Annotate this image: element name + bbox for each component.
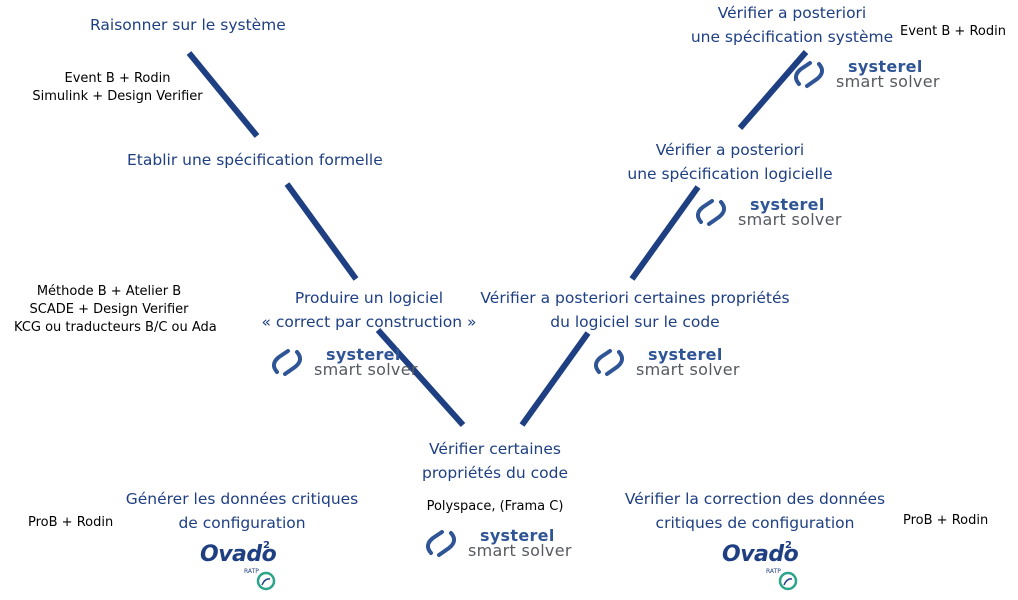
ratp-ring-icon	[256, 571, 276, 591]
systerel-mark-icon	[426, 530, 456, 557]
ratp-ring-icon	[778, 571, 798, 591]
segment-left-top	[186, 51, 260, 138]
title-reasoning: Raisonner sur le système	[90, 16, 286, 34]
title-verify-software-spec: Vérifier a posteriori une spécification …	[627, 141, 833, 183]
note-system-spec-tools: Event B + Rodin	[900, 24, 1006, 39]
systerel-mark-icon	[696, 199, 726, 226]
note-reasoning-tools: Event B + Rodin Simulink + Design Verifi…	[32, 71, 203, 104]
ratp-label: RATP	[244, 568, 259, 575]
systerel-brand-text: systerel	[326, 345, 401, 364]
systerel-brand-text: systerel	[750, 195, 825, 214]
ovado-logo-generate: Ovado 2 RATP	[200, 540, 277, 592]
smart-solver-text: smart solver	[836, 72, 940, 91]
note-generate-data-tools: ProB + Rodin	[28, 515, 114, 530]
segment-left-bottom	[375, 327, 466, 428]
segment-right-top	[737, 50, 809, 130]
systerel-mark-icon	[794, 61, 824, 88]
systerel-mark-icon	[272, 349, 302, 376]
systerel-logo-properties: systerel smart solver	[593, 346, 740, 378]
smart-solver-text: smart solver	[468, 541, 572, 560]
systerel-brand-text: systerel	[648, 345, 723, 364]
title-formal-spec: Etablir une spécification formelle	[127, 151, 383, 169]
segment-left-middle	[284, 182, 359, 281]
systerel-logo-code: systerel smart solver	[425, 527, 572, 559]
systerel-brand-text: systerel	[848, 57, 923, 76]
title-generate-data: Générer les données critiques de configu…	[125, 490, 359, 532]
title-verify-properties: Vérifier a posteriori certaines propriét…	[480, 289, 790, 331]
note-production-tools: Méthode B + Atelier B SCADE + Design Ver…	[14, 284, 217, 335]
ovado-logo-check: Ovado 2 RATP	[722, 540, 799, 592]
systerel-brand-text: systerel	[480, 526, 555, 545]
ovado-superscript: 2	[263, 540, 270, 551]
systerel-mark-icon	[594, 349, 624, 376]
note-code-tools: Polyspace, (Frama C)	[426, 499, 564, 514]
ovado-superscript: 2	[785, 540, 792, 551]
ratp-label: RATP	[766, 568, 781, 575]
smart-solver-text: smart solver	[636, 360, 740, 379]
systerel-logo-software: systerel smart solver	[695, 196, 842, 228]
ovado-wordmark: Ovado	[722, 542, 799, 567]
systerel-logo-system: systerel smart solver	[793, 58, 940, 90]
title-produce-software: Produire un logiciel « correct par const…	[261, 289, 477, 331]
title-verify-system-spec: Vérifier a posteriori une spécification …	[690, 4, 894, 46]
segment-right-middle	[629, 185, 701, 281]
smart-solver-text: smart solver	[738, 210, 842, 229]
ovado-wordmark: Ovado	[200, 542, 277, 567]
segment-right-bottom	[519, 331, 591, 427]
title-verify-code: Vérifier certaines propriétés du code	[422, 440, 568, 482]
title-check-data: Vérifier la correction des données criti…	[624, 490, 886, 532]
systerel-logo-production: systerel smart solver	[271, 346, 418, 378]
note-check-data-tools: ProB + Rodin	[903, 513, 989, 528]
smart-solver-text: smart solver	[314, 360, 418, 379]
